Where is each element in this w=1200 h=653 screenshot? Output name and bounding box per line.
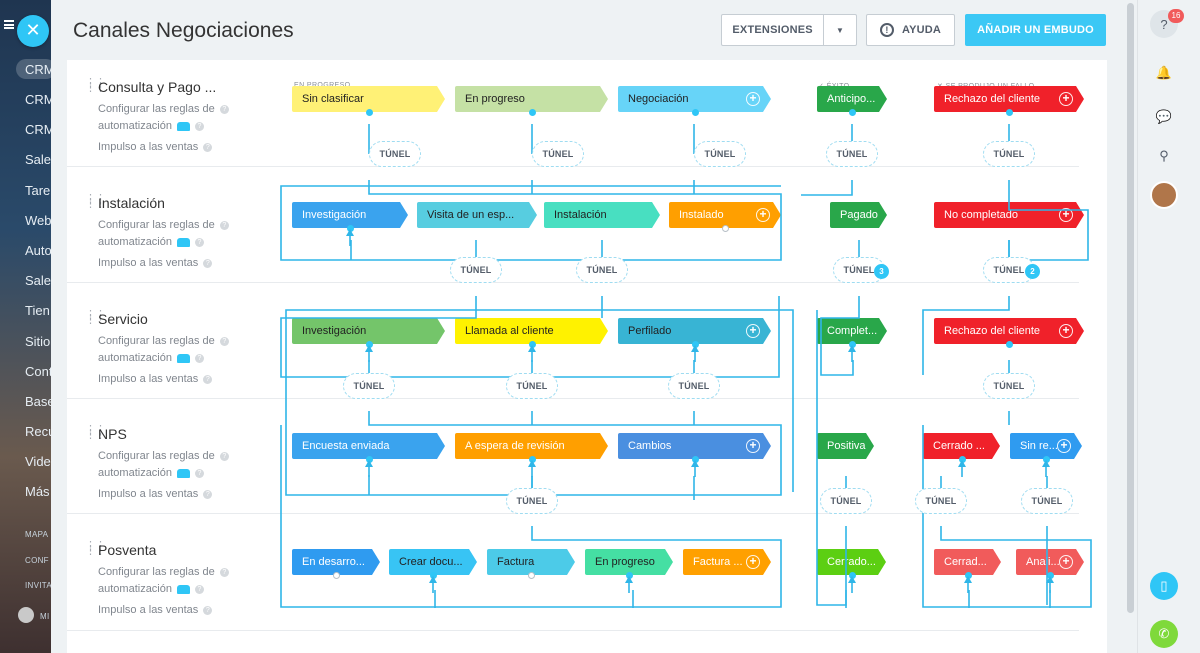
- bell-icon[interactable]: 🔔: [1150, 59, 1178, 87]
- menu-icon[interactable]: [4, 20, 14, 29]
- tunnel-line: [281, 180, 781, 260]
- tunnel-button[interactable]: TÚNEL: [983, 373, 1035, 399]
- tunnel-line: [281, 296, 779, 377]
- tunnel-button[interactable]: TÚNEL: [1021, 488, 1073, 514]
- left-sidebar: CRM CRM CRM Sales Tare Web Auto Sales Ti…: [0, 0, 51, 653]
- sidebar-small-item[interactable]: MI: [40, 612, 50, 621]
- sidebar-item[interactable]: CRM: [25, 92, 51, 107]
- tunnel-line: [923, 425, 1091, 607]
- phone-icon[interactable]: ✆: [1150, 620, 1178, 648]
- search-icon[interactable]: ⚲: [1150, 142, 1178, 170]
- sidebar-item[interactable]: Web: [25, 213, 51, 228]
- tunnel-button[interactable]: TÚNEL: [506, 373, 558, 399]
- tunnel-line: [801, 180, 852, 195]
- tunnel-line: [1009, 180, 1088, 260]
- scrollbar[interactable]: [1125, 0, 1137, 653]
- tunnel-line: [821, 296, 859, 375]
- tunnel-line: [281, 425, 781, 607]
- tunnel-button[interactable]: TÚNEL: [915, 488, 967, 514]
- avatar[interactable]: [1150, 181, 1178, 209]
- tunnel-button[interactable]: TÚNEL: [506, 488, 558, 514]
- tunnel-line: [923, 296, 1009, 375]
- tunnel-button[interactable]: TÚNEL: [532, 141, 584, 167]
- tunnel-button[interactable]: TÚNEL: [369, 141, 421, 167]
- main-panel: Canales Negociaciones EXTENSIONES ▼ ! AY…: [51, 0, 1123, 653]
- tunnel-count-badge: 3: [874, 264, 889, 279]
- tunnel-button[interactable]: TÚNEL: [983, 141, 1035, 167]
- chat-icon[interactable]: 💬: [1150, 103, 1178, 131]
- sidebar-item[interactable]: Sales: [25, 152, 51, 167]
- right-sidebar: ? 16 🔔 💬 ⚲ ▯ ✆: [1137, 0, 1200, 653]
- tunnel-button[interactable]: TÚNEL: [343, 373, 395, 399]
- sidebar-item[interactable]: Más: [25, 484, 50, 499]
- notification-count-badge: 16: [1168, 9, 1184, 23]
- tunnel-count-badge: 2: [1025, 264, 1040, 279]
- tunnel-button[interactable]: TÚNEL: [576, 257, 628, 283]
- sidebar-item[interactable]: Tare: [25, 183, 50, 198]
- tunnel-button[interactable]: TÚNEL: [450, 257, 502, 283]
- sidebar-item[interactable]: Base: [25, 394, 51, 409]
- sidebar-small-item[interactable]: CONF: [25, 556, 49, 565]
- sidebar-item[interactable]: Sitio: [25, 334, 50, 349]
- tunnel-button[interactable]: TÚNEL: [668, 373, 720, 399]
- sidebar-item[interactable]: Tien: [25, 303, 50, 318]
- tunnel-button[interactable]: TÚNEL: [694, 141, 746, 167]
- tunnel-button[interactable]: TÚNEL: [826, 141, 878, 167]
- sidebar-item[interactable]: Cont: [25, 364, 51, 379]
- tunnel-button[interactable]: TÚNEL: [820, 488, 872, 514]
- sidebar-item[interactable]: Vide: [25, 454, 51, 469]
- sidebar-item[interactable]: CRM: [25, 62, 51, 77]
- sidebar-small-item[interactable]: INVITA: [25, 581, 51, 590]
- sidebar-item[interactable]: Auto: [25, 243, 51, 258]
- crown-icon: [18, 607, 34, 623]
- mobile-icon[interactable]: ▯: [1150, 572, 1178, 600]
- sidebar-item[interactable]: CRM: [25, 122, 51, 137]
- tunnel-line: [286, 310, 793, 495]
- sidebar-item[interactable]: Recu: [25, 424, 51, 439]
- tunnel-connections: [51, 0, 1123, 653]
- sidebar-small-item[interactable]: MAPA: [25, 530, 48, 539]
- close-slider-button[interactable]: ✕: [17, 15, 49, 47]
- sidebar-item[interactable]: Sales: [25, 273, 51, 288]
